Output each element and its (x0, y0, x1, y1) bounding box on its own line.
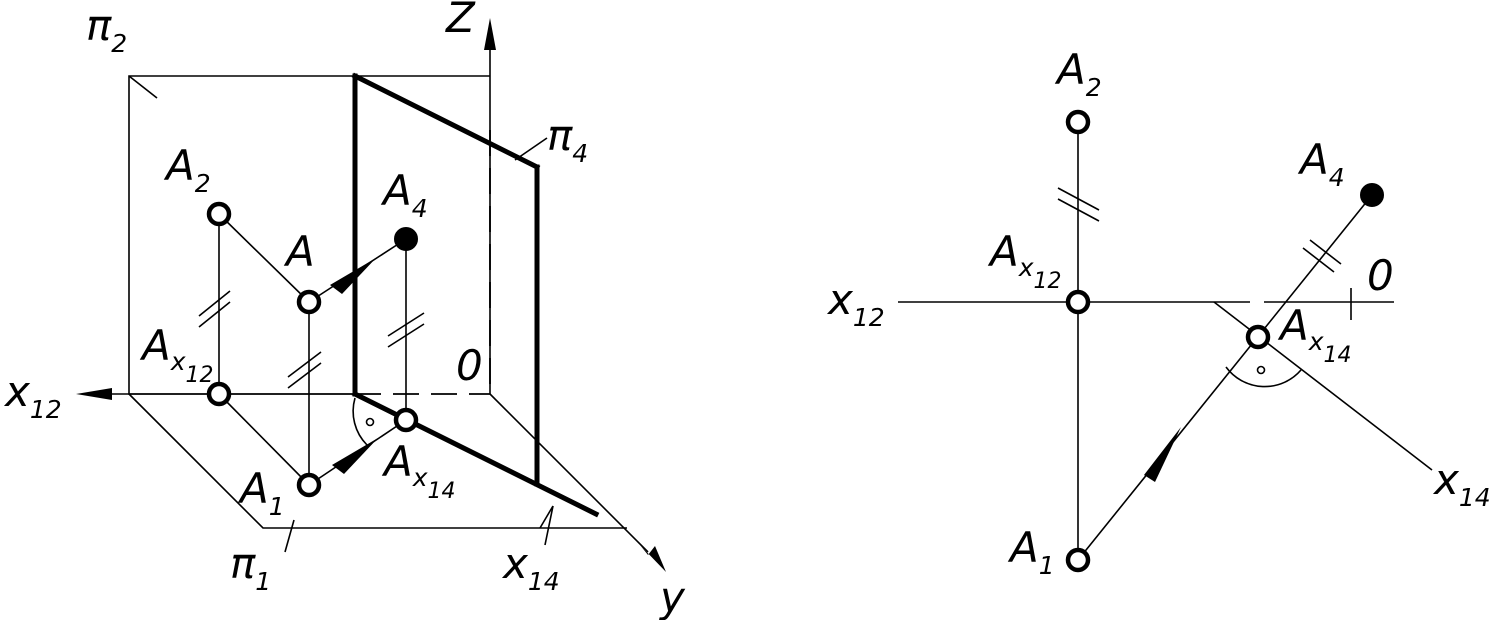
tick-marks-left (198, 290, 425, 389)
pi2-leader (128, 75, 158, 99)
label-x12-right: x12 (826, 275, 885, 332)
pi1-leader (284, 519, 295, 553)
label-x12: x12 (3, 367, 62, 424)
point-a (296, 289, 322, 315)
proj-ax12-a1 (218, 393, 310, 486)
plane-pi4-top-edge (351, 72, 541, 171)
point-ax12-right (1065, 289, 1091, 315)
arrow-a-to-a4 (330, 258, 376, 294)
label-pi2: π2 (86, 1, 127, 58)
right-angle-arc-left (352, 397, 368, 446)
label-pi1: π1 (230, 539, 271, 596)
point-a4 (394, 227, 418, 251)
label-z: Z (445, 0, 476, 42)
axis-y (489, 393, 649, 553)
label-ax12: Ax12 (139, 321, 214, 388)
right-angle-arc-right (1225, 366, 1302, 388)
label-a4-right: A4 (1297, 135, 1345, 192)
axis-z-arrow (484, 18, 496, 50)
label-ax12-right: Ax12 (987, 227, 1062, 294)
label-a2: A2 (163, 141, 211, 198)
left-spatial-view: Z y π2 π4 π1 A2 A A4 Ax12 Ax14 A1 x12 x1… (3, 0, 686, 620)
point-ax12 (206, 381, 232, 407)
point-a1 (296, 472, 322, 498)
point-a1-right (1065, 547, 1091, 573)
label-ax14-right: Ax14 (1277, 301, 1352, 368)
proj-a2-a (218, 213, 310, 303)
label-x14-right: x14 (1432, 455, 1491, 512)
label-ax14: Ax14 (381, 437, 456, 504)
pi4-leader (514, 137, 548, 161)
point-a2 (206, 201, 232, 227)
arrow-a1-to-ax14 (332, 438, 378, 474)
label-origin-right: 0 (1367, 251, 1394, 300)
point-a4-right (1360, 183, 1384, 207)
axis-x14-line (351, 390, 600, 518)
label-a4: A4 (380, 166, 428, 223)
right-orthographic-view: A2 A4 Ax12 Ax14 A1 x12 x14 0 (826, 45, 1491, 580)
point-a2-right (1065, 109, 1091, 135)
label-a1: A1 (237, 464, 285, 521)
point-ax14-right (1245, 324, 1271, 350)
label-a1-right: A1 (1007, 523, 1055, 580)
label-y: y (658, 573, 686, 620)
x14-leader-2 (544, 505, 554, 546)
axis-y-arrow (640, 545, 666, 572)
arrow-a1-to-ax14-right (1144, 427, 1181, 482)
label-origin-left: 0 (456, 341, 483, 390)
label-pi4: π4 (547, 111, 588, 168)
link-a1-a4 (1077, 194, 1373, 561)
plane-pi1-outline (128, 393, 540, 529)
label-a2-right: A2 (1054, 45, 1102, 102)
label-x14: x14 (501, 539, 560, 596)
label-a: A (283, 227, 315, 276)
x14-leader-1 (539, 505, 554, 529)
point-ax14 (393, 407, 419, 433)
right-angle-dot-right (1256, 365, 1266, 375)
tick-marks-right (1057, 187, 1342, 273)
right-angle-dot-left (365, 417, 375, 427)
axis-x12-arrow (76, 388, 112, 400)
